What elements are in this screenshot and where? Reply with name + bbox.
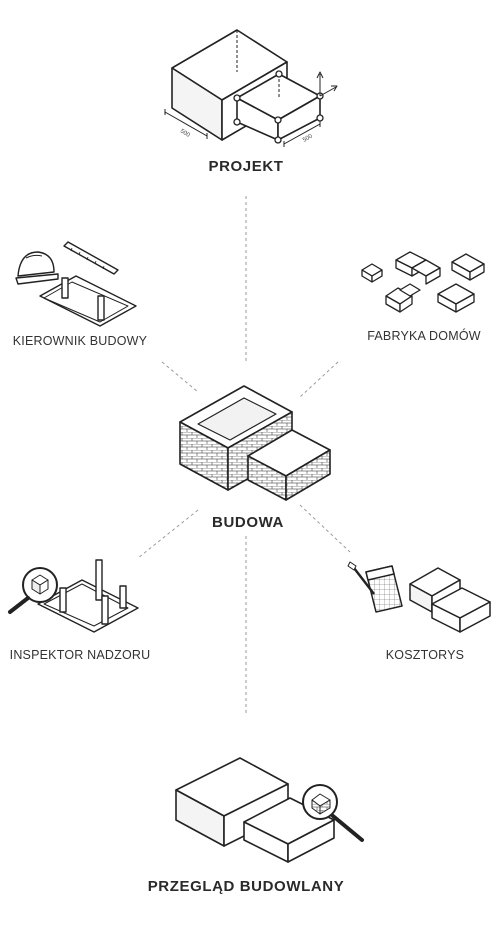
- dimension-left: 500: [179, 129, 191, 140]
- node-kierownik-label: KIEROWNIK BUDOWY: [12, 334, 148, 348]
- cost-sheet-icon: [347, 561, 491, 633]
- brick-house-icon: [179, 385, 331, 501]
- dimension-right: 500: [302, 133, 314, 144]
- connector-budowa-kosztorys: [299, 504, 351, 553]
- connector-budowa-inspektor: [137, 509, 199, 559]
- connector-lines: [137, 196, 351, 716]
- node-projekt-label: PROJEKT: [208, 158, 284, 175]
- inspection-house-icon: [175, 757, 364, 863]
- node-przeglad-label: PRZEGLĄD BUDOWLANY: [147, 878, 345, 895]
- node-inspektor-label: INSPEKTOR NADZORU: [9, 648, 151, 662]
- prefab-blocks-icon: [361, 251, 485, 313]
- blueprint-boxes-icon: [164, 29, 338, 147]
- node-kosztorys-label: KOSZTORYS: [385, 648, 465, 662]
- connector-fabryka-budowa: [299, 361, 339, 398]
- node-budowa-label: BUDOWA: [212, 514, 284, 531]
- node-fabryka-label: FABRYKA DOMÓW: [367, 329, 481, 343]
- magnifier-frame-icon: [8, 559, 139, 633]
- connector-kierownik-budowa: [161, 361, 199, 393]
- helmet-ruler-icon: [15, 241, 137, 327]
